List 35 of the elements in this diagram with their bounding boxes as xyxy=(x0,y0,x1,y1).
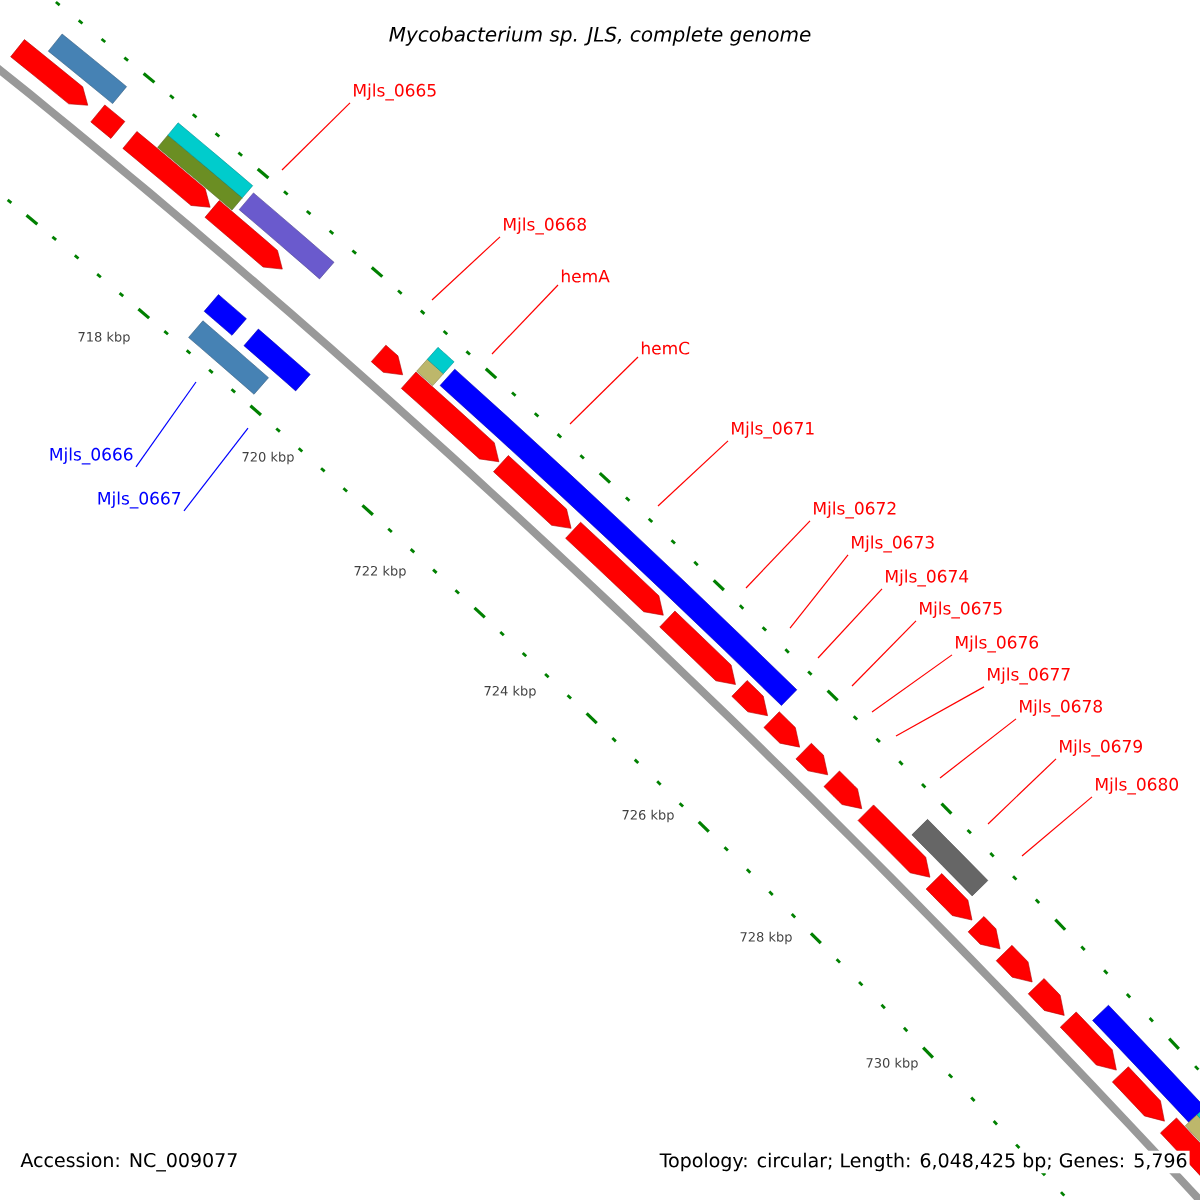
genome-stats-text: Topology: circular; Length: 6,048,425 bp; Genes: 5,796 xyxy=(657,1150,1190,1174)
gene-label: hemA xyxy=(561,269,610,283)
leader-line xyxy=(939,718,1017,779)
gene-label: Mjls_0668 xyxy=(504,217,586,235)
gene-label: Mjls_0671 xyxy=(732,421,814,439)
leader-line xyxy=(281,102,351,171)
gene-label: Mjls_0674 xyxy=(886,569,969,587)
leader-line xyxy=(789,554,849,629)
leader-line xyxy=(491,284,559,355)
leader-line xyxy=(657,440,729,507)
accession-text: Accession: NC_009077 xyxy=(18,1150,241,1174)
gene-label: Mjls_0676 xyxy=(956,635,1039,653)
gene-label: Mjls_0678 xyxy=(1020,699,1102,717)
leader-line xyxy=(871,654,953,713)
gene-label: Mjls_0667 xyxy=(98,491,181,509)
leader-line xyxy=(987,758,1057,825)
leader-line xyxy=(817,588,883,659)
gene-label: Mjls_0675 xyxy=(920,601,1002,619)
leader-line xyxy=(895,686,985,737)
gene-label: Mjls_0665 xyxy=(354,83,436,101)
leader-line xyxy=(183,427,249,512)
gene-label: hemC xyxy=(641,341,690,355)
gene-label: Mjls_0666 xyxy=(50,447,133,465)
leader-line xyxy=(431,236,501,301)
gene-label: Mjls_0673 xyxy=(852,535,934,553)
leader-line xyxy=(851,620,917,687)
title: Mycobacterium sp. JLS, complete genome xyxy=(389,26,811,46)
leader-line xyxy=(569,356,639,425)
leader-line xyxy=(745,520,811,589)
gene-label: Mjls_0680 xyxy=(1096,777,1178,795)
leader-line xyxy=(135,381,197,468)
gene-label: Mjls_0679 xyxy=(1060,739,1142,757)
leader-line xyxy=(1021,796,1093,857)
gene-label: Mjls_0672 xyxy=(814,501,896,519)
gene-label: Mjls_0677 xyxy=(988,667,1070,685)
